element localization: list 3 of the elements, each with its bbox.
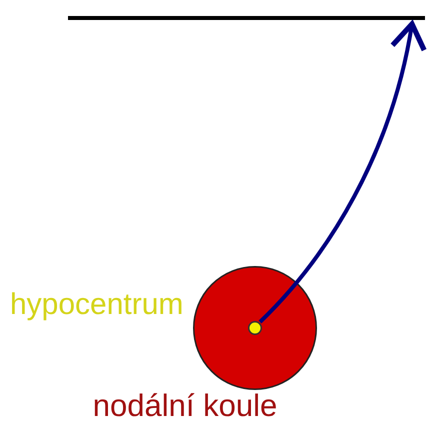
sphere-label: nodální koule xyxy=(92,388,278,424)
hypocentre-label: hypocentrum xyxy=(10,288,184,322)
arrow xyxy=(258,21,426,324)
